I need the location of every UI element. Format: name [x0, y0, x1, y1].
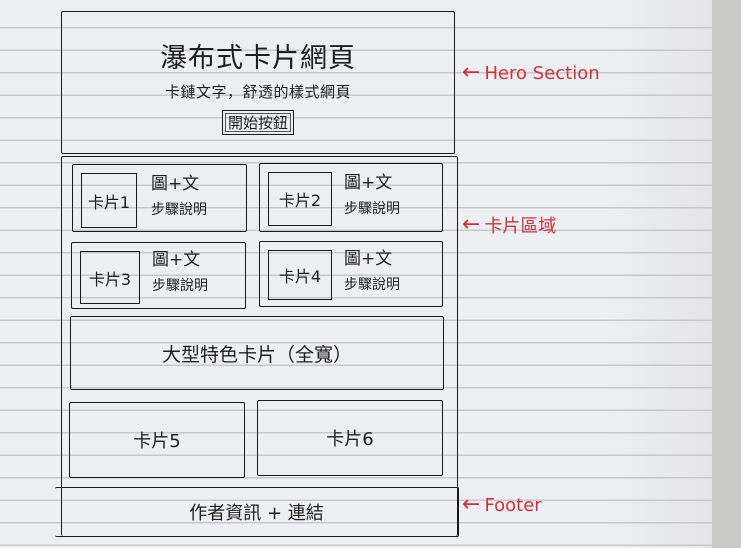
card-3-thumb-label: 卡片3 [88, 269, 132, 289]
card-3-line2: 步驟說明 [152, 278, 208, 294]
annotation-footer: ← Footer [462, 494, 542, 516]
hero-subtitle: 卡鏈文字，舒透的樣式網頁 [164, 83, 351, 101]
card-4-thumb-label: 卡片4 [278, 267, 322, 286]
card-2-image-placeholder: 卡片2 [268, 172, 332, 226]
card-2-thumb-label: 卡片2 [278, 191, 322, 210]
card-6-label: 卡片6 [326, 429, 374, 450]
annotation-footer-label: Footer [484, 494, 542, 516]
card-4[interactable]: 卡片4 圖+文 步驟說明 [259, 241, 443, 307]
card-4-line1: 圖+文 [344, 249, 393, 269]
card-2-line2: 步驟說明 [344, 201, 400, 217]
feature-card-full-width[interactable]: 大型特色卡片（全寬） [70, 316, 444, 390]
footer-label: 作者資訊 + 連結 [189, 503, 324, 524]
card-1-thumb-label: 卡片1 [87, 192, 131, 212]
card-3[interactable]: 卡片3 圖+文 步驟說明 [71, 242, 246, 309]
card-4-line2: 步驟說明 [344, 277, 400, 293]
annotation-hero-label: Hero Section [484, 62, 600, 84]
card-2[interactable]: 卡片2 圖+文 步驟說明 [259, 163, 443, 232]
left-arrow-icon: ← [462, 60, 481, 85]
left-arrow-icon: ← [462, 492, 481, 517]
card-1[interactable]: 卡片1 圖+文 步驟說明 [72, 164, 247, 232]
card-area [61, 156, 458, 536]
card-1-line2: 步驟說明 [151, 202, 207, 218]
card-1-line1: 圖+文 [151, 174, 200, 194]
card-1-image-placeholder: 卡片1 [81, 173, 137, 228]
card-2-line1: 圖+文 [344, 173, 393, 193]
hero-section: 瀑布式卡片網頁 卡鏈文字，舒透的樣式網頁 開始按鈕 [61, 11, 455, 154]
card-3-text: 圖+文 步驟說明 [152, 247, 208, 299]
feature-card-label: 大型特色卡片（全寬） [161, 343, 352, 366]
card-3-image-placeholder: 卡片3 [80, 251, 140, 304]
card-1-text: 圖+文 步驟說明 [151, 171, 207, 223]
footer: 作者資訊 + 連結 [55, 487, 459, 537]
card-5[interactable]: 卡片5 [69, 402, 245, 478]
lined-paper-background [0, 0, 712, 548]
left-arrow-icon: ← [462, 212, 481, 237]
card-5-label: 卡片5 [133, 431, 181, 452]
annotation-cards: ← 卡片區域 [462, 212, 556, 238]
annotation-hero: ← Hero Section [462, 62, 600, 84]
card-6[interactable]: 卡片6 [257, 400, 443, 476]
card-2-text: 圖+文 步驟說明 [344, 170, 400, 222]
card-4-text: 圖+文 步驟說明 [344, 246, 400, 298]
card-3-line1: 圖+文 [152, 250, 201, 270]
card-4-image-placeholder: 卡片4 [268, 250, 332, 300]
annotation-cards-label: 卡片區域 [484, 216, 557, 237]
start-button[interactable]: 開始按鈕 [221, 110, 294, 135]
hero-title: 瀑布式卡片網頁 [160, 43, 356, 74]
